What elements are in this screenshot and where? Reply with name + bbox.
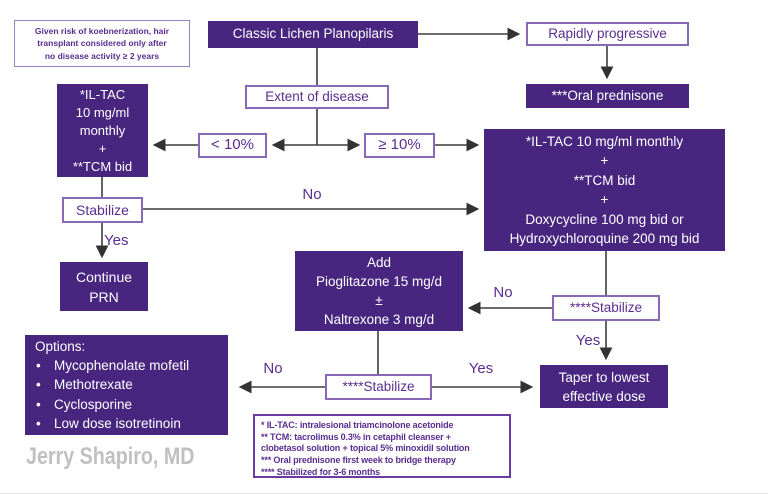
node-text-line: Add xyxy=(366,255,392,270)
edge-label-no-stabilize3: No xyxy=(263,360,283,377)
node-text-line: **TCM bid xyxy=(573,172,636,188)
node-oral-prednisone: ***Oral prednisone xyxy=(526,84,689,108)
note-line: Given risk of koebnerization, hair xyxy=(34,26,170,37)
node-stabilize-bottom: ****Stabilize xyxy=(325,374,432,400)
node-text-line: Naltrexone 3 mg/d xyxy=(323,312,435,327)
edge-label-yes-stabilize2: Yes xyxy=(575,332,601,349)
edge-label-yes-stabilize1: Yes xyxy=(104,232,129,249)
node-iltac-tcm: *IL-TAC 10 mg/ml monthly + **TCM bid xyxy=(57,84,148,177)
footnote-line: clobetasol solution + topical 5% minoxid… xyxy=(261,443,470,454)
options-item: Cyclosporine xyxy=(25,395,222,414)
node-text-line: Pioglitazone 15 mg/d xyxy=(315,274,443,289)
node-text-line: Doxycycline 100 mg bid or xyxy=(525,211,684,227)
node-stabilize-right: ****Stabilize xyxy=(552,295,660,321)
node-rapidly-progressive: Rapidly progressive xyxy=(526,22,689,46)
note-line: transplant considered only after xyxy=(37,38,167,49)
node-text-line: Taper to lowest xyxy=(558,369,650,385)
node-taper-lowest-dose: Taper to lowest effective dose xyxy=(540,365,668,408)
author-signature: Jerry Shapiro, MD xyxy=(26,443,195,470)
options-title: Options: xyxy=(35,339,86,355)
edge-label-no-stabilize2: No xyxy=(493,284,513,301)
node-text-line: *IL-TAC xyxy=(79,86,126,102)
node-text-line: Continue xyxy=(75,268,133,285)
footnote-line: ** TCM: tacrolimus 0.3% in cetaphil clea… xyxy=(261,431,451,442)
footnote-legend: * IL-TAC: intralesional triamcinolone ac… xyxy=(253,414,511,478)
options-item: Low dose isotretinoin xyxy=(25,414,222,433)
footnote-line: * IL-TAC: intralesional triamcinolone ac… xyxy=(261,420,454,430)
koebnerization-note: Given risk of koebnerization, hair trans… xyxy=(14,20,190,67)
node-extent-of-disease: Extent of disease xyxy=(245,85,389,109)
node-add-pioglitazone-naltrexone: Add Pioglitazone 15 mg/d ± Naltrexone 3 … xyxy=(295,251,463,331)
node-classic-lichen-planopilaris: Classic Lichen Planopilaris xyxy=(208,21,418,48)
node-text-line: ± xyxy=(375,293,383,308)
edge-label-no-stabilize1: No xyxy=(302,186,322,203)
node-text-line: *IL-TAC 10 mg/ml monthly xyxy=(525,133,684,149)
footnote-line: **** Stabilized for 3-6 months xyxy=(261,466,381,477)
edge-label-yes-stabilize3: Yes xyxy=(468,360,494,377)
node-text-line: + xyxy=(600,192,609,207)
node-text-line: monthly xyxy=(79,122,126,138)
node-less-than-10pct: < 10% xyxy=(198,133,267,158)
node-text-line: PRN xyxy=(89,288,119,305)
note-line: no disease activity ≥ 2 years xyxy=(44,50,160,61)
node-text-line: + xyxy=(98,140,107,156)
options-item: Mycophenolate mofetil xyxy=(25,356,222,375)
node-text-line: Hydroxychloroquine 200 mg bid xyxy=(509,231,700,246)
node-options-list: Options: Mycophenolate mofetil Methotrex… xyxy=(25,335,228,435)
node-text-line: 10 mg/ml xyxy=(75,104,130,120)
node-text-line: effective dose xyxy=(562,388,646,404)
node-text-line: **TCM bid xyxy=(72,158,133,174)
node-combo-therapy: *IL-TAC 10 mg/ml monthly + **TCM bid + D… xyxy=(484,129,725,251)
node-stabilize-left: Stabilize xyxy=(62,197,143,223)
node-continue-prn: Continue PRN xyxy=(60,262,148,311)
node-text-line: + xyxy=(600,153,609,168)
options-item: Methotrexate xyxy=(25,375,222,394)
footnote-line: *** Oral prednisone first week to bridge… xyxy=(261,455,456,466)
node-gte-10pct: ≥ 10% xyxy=(364,133,435,158)
